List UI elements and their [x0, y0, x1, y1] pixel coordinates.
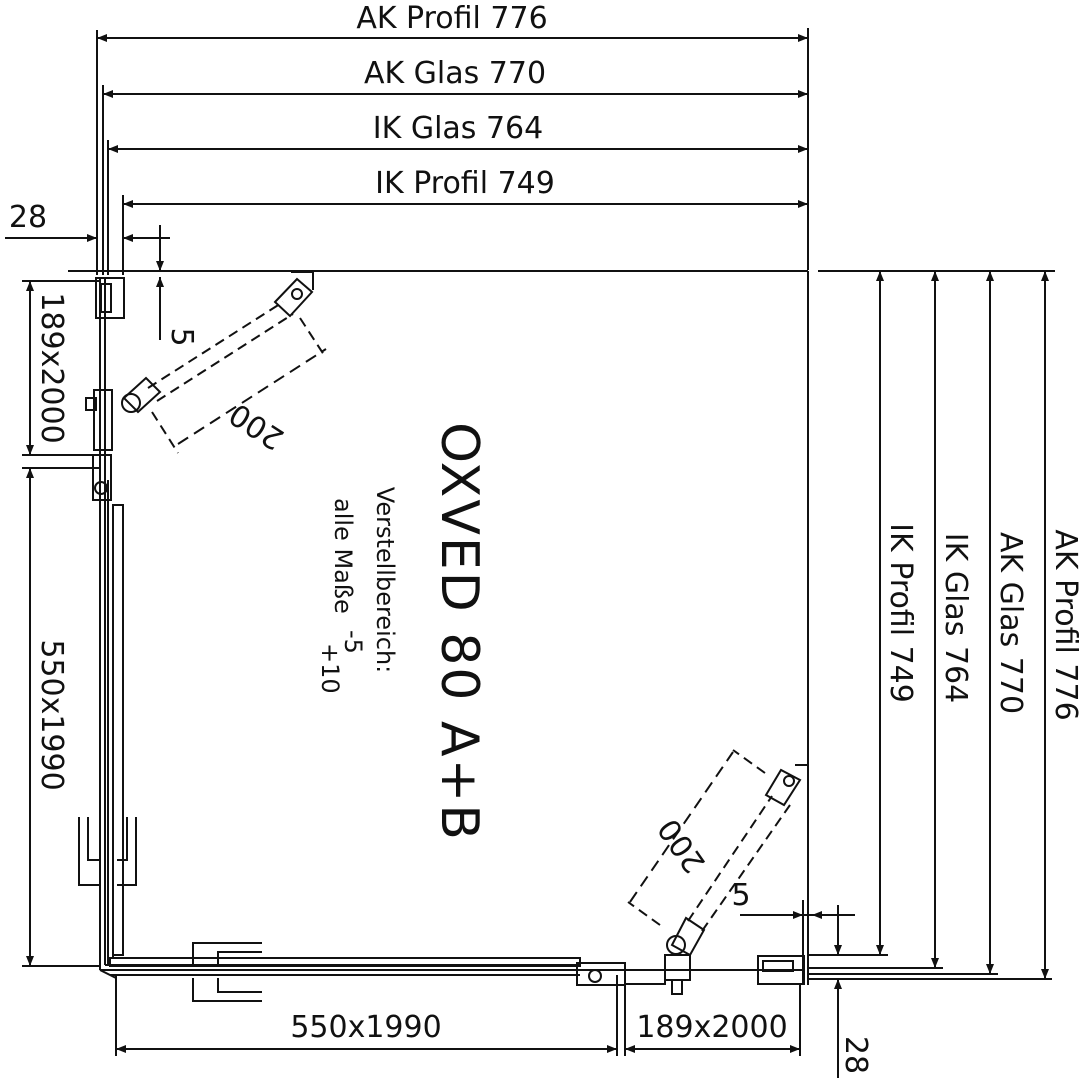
label-gap-top: 5	[164, 327, 199, 346]
label-gap-bottom: 5	[731, 878, 750, 913]
tolerance-plus: +10	[316, 643, 344, 694]
label-stabilizer-bottom: 200	[651, 812, 713, 879]
left-handle	[78, 817, 137, 886]
enclosure-walls	[68, 270, 809, 985]
bottom-dimension-group	[115, 975, 801, 1056]
bottom-glass-panels	[99, 935, 805, 995]
gap-dim-top	[68, 225, 170, 340]
label-ik-profil-top: IK Profil 749	[375, 166, 555, 201]
label-ik-profil-right: IK Profil 749	[883, 523, 918, 703]
bottom-handle	[192, 942, 262, 1002]
label-ak-profil-top: AK Profil 776	[356, 1, 547, 36]
label-ik-glas-top: IK Glas 764	[373, 111, 543, 146]
label-door-bottom: 550x1990	[290, 1010, 441, 1045]
model-name: OXVED 80 A+B	[429, 422, 489, 842]
label-fixed-bottom: 189x2000	[636, 1010, 787, 1045]
left-dimension-group	[22, 280, 100, 967]
label-offset-top: 28	[9, 200, 47, 235]
label-ik-glas-right: IK Glas 764	[938, 533, 973, 703]
label-offset-bottom: 28	[838, 1036, 873, 1074]
stabilizer-bar-top	[122, 271, 327, 454]
tolerance-minus: -5	[339, 630, 367, 654]
label-ak-glas-top: AK Glas 770	[364, 56, 546, 91]
left-glass-panels	[85, 277, 141, 970]
all-dimensions-label: alle Maße	[329, 498, 357, 614]
adjust-range-label: Verstellbereich:	[371, 487, 399, 673]
label-door-left: 550x1990	[34, 639, 69, 790]
label-fixed-left: 189x2000	[34, 292, 69, 443]
top-dimension-group	[96, 28, 809, 275]
label-stabilizer-top: 200	[223, 396, 290, 457]
label-ak-glas-right: AK Glas 770	[993, 532, 1028, 714]
label-ak-profil-right: AK Profil 776	[1048, 529, 1082, 720]
right-dimension-group	[808, 270, 1055, 980]
stabilizer-bar-bottom	[627, 749, 809, 957]
